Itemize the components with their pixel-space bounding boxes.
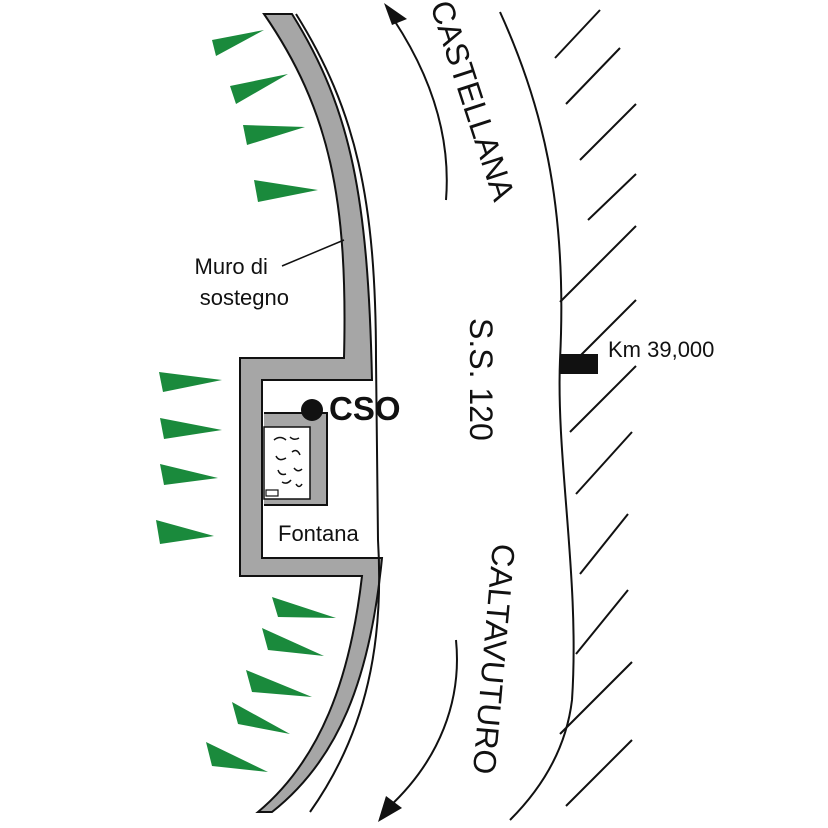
road-edge-east	[499, 11, 575, 821]
tree-symbol-icon	[156, 520, 214, 544]
wall-leader-line	[281, 239, 345, 267]
vegetation	[156, 30, 336, 772]
station-dot-icon	[301, 399, 323, 421]
arrowhead-south	[378, 796, 402, 822]
direction-arrow-south	[378, 639, 458, 822]
tree-symbol-icon	[160, 418, 222, 439]
fountain	[263, 412, 328, 506]
road-name-label: S.S. 120	[463, 318, 499, 441]
retaining-wall-label: Muro di sostegno	[195, 254, 289, 310]
direction-arrow-north	[384, 3, 448, 201]
tree-symbol-icon	[254, 180, 318, 202]
retaining-wall-label-line1: Muro di	[195, 254, 268, 279]
station-label: CSO	[329, 390, 401, 427]
south-destination-label: CALTAVUTURO	[466, 542, 522, 775]
tree-symbol-icon	[232, 702, 290, 734]
arrow-icon	[387, 639, 458, 809]
retaining-wall	[239, 13, 384, 813]
embankment-hatching	[554, 9, 637, 807]
road-edge-west	[295, 13, 381, 813]
fountain-label: Fontana	[278, 521, 359, 546]
kilometre-label: Km 39,000	[608, 337, 714, 362]
tree-symbol-icon	[212, 30, 264, 56]
tree-symbol-icon	[230, 74, 288, 104]
retaining-wall-label-line2: sostegno	[200, 285, 289, 310]
tree-symbol-icon	[160, 464, 218, 485]
tree-symbol-icon	[243, 125, 305, 145]
arrowhead-north	[384, 3, 407, 25]
tree-symbol-icon	[246, 670, 312, 697]
kilometre-marker: Km 39,000	[560, 337, 714, 374]
km-marker-icon	[560, 354, 598, 374]
tree-symbol-icon	[159, 372, 222, 392]
tree-symbol-icon	[206, 742, 268, 772]
tree-symbol-icon	[262, 628, 324, 656]
arrow-icon	[393, 19, 448, 201]
tree-symbol-icon	[272, 597, 336, 618]
